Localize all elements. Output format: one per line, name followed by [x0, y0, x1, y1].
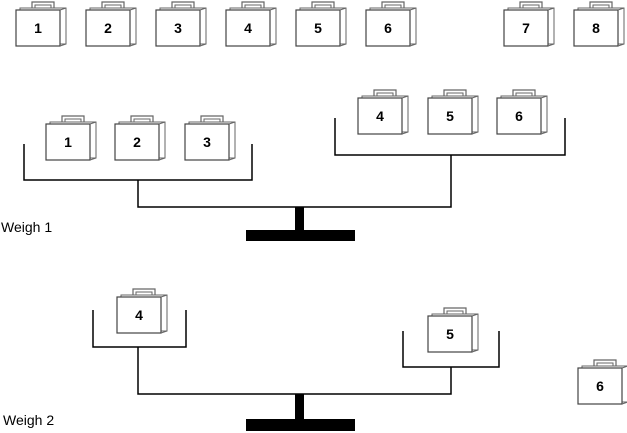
weigh-1-post	[295, 207, 304, 231]
suitcase-label: 1	[64, 134, 72, 150]
weigh-1-right-cases: 4 5 6	[357, 89, 548, 135]
suitcase-top-4: 4	[225, 1, 277, 47]
suitcase-label: 6	[515, 108, 523, 124]
suitcase-label: 5	[446, 326, 454, 342]
weigh-1-balance: 1 2 3 4 5 6	[23, 89, 566, 241]
suitcase-label: 1	[34, 20, 42, 36]
suitcase-label: 4	[244, 20, 252, 36]
weigh-2-label: Weigh 2	[3, 412, 54, 428]
suitcase-label: 5	[314, 20, 322, 36]
weigh-1-base	[246, 230, 355, 241]
suitcase-top-5: 5	[295, 1, 347, 47]
suitcase-aside-1: 6	[577, 359, 627, 405]
suitcase-label: 5	[446, 108, 454, 124]
suitcase-label: 3	[203, 134, 211, 150]
suitcase-label: 2	[104, 20, 112, 36]
top-row-cases: 1 2 3 4 5 6 7 8	[15, 1, 625, 47]
suitcase-label: 8	[592, 20, 600, 36]
suitcase-label: 4	[376, 108, 384, 124]
suitcase-w1-left-3: 3	[184, 115, 236, 161]
weigh-1-right-pan	[334, 118, 566, 156]
weigh-2-base	[246, 419, 355, 431]
suitcase-w2-right-1: 5	[427, 307, 479, 353]
suitcase-top-3: 3	[155, 1, 207, 47]
suitcase-label: 4	[135, 307, 143, 323]
suitcase-w1-right-3: 6	[496, 89, 548, 135]
suitcase-label: 6	[384, 20, 392, 36]
suitcase-top-1: 1	[15, 1, 67, 47]
suitcase-w1-left-1: 1	[45, 115, 97, 161]
suitcase-top-6: 6	[365, 1, 417, 47]
weigh-1-label: Weigh 1	[1, 219, 52, 235]
suitcase-w2-left-1: 4	[116, 288, 168, 334]
suitcase-label: 2	[133, 134, 141, 150]
weigh-1-left-cases: 1 2 3	[45, 115, 236, 161]
suitcase-w1-right-1: 4	[357, 89, 409, 135]
weigh-1-beam	[137, 155, 452, 208]
weigh-2-left-pan	[92, 310, 187, 348]
suitcase-w1-right-2: 5	[427, 89, 479, 135]
suitcase-label: 7	[522, 20, 530, 36]
weigh-2-balance: 4 5	[92, 288, 500, 431]
suitcase-label: 3	[174, 20, 182, 36]
suitcase-top-8: 8	[573, 1, 625, 47]
weigh-2-post	[295, 394, 304, 420]
suitcase-top-2: 2	[85, 1, 137, 47]
suitcase-top-7: 7	[503, 1, 555, 47]
suitcase-label: 6	[596, 378, 604, 394]
suitcase-w1-left-2: 2	[114, 115, 166, 161]
weigh-2-beam	[137, 347, 452, 395]
